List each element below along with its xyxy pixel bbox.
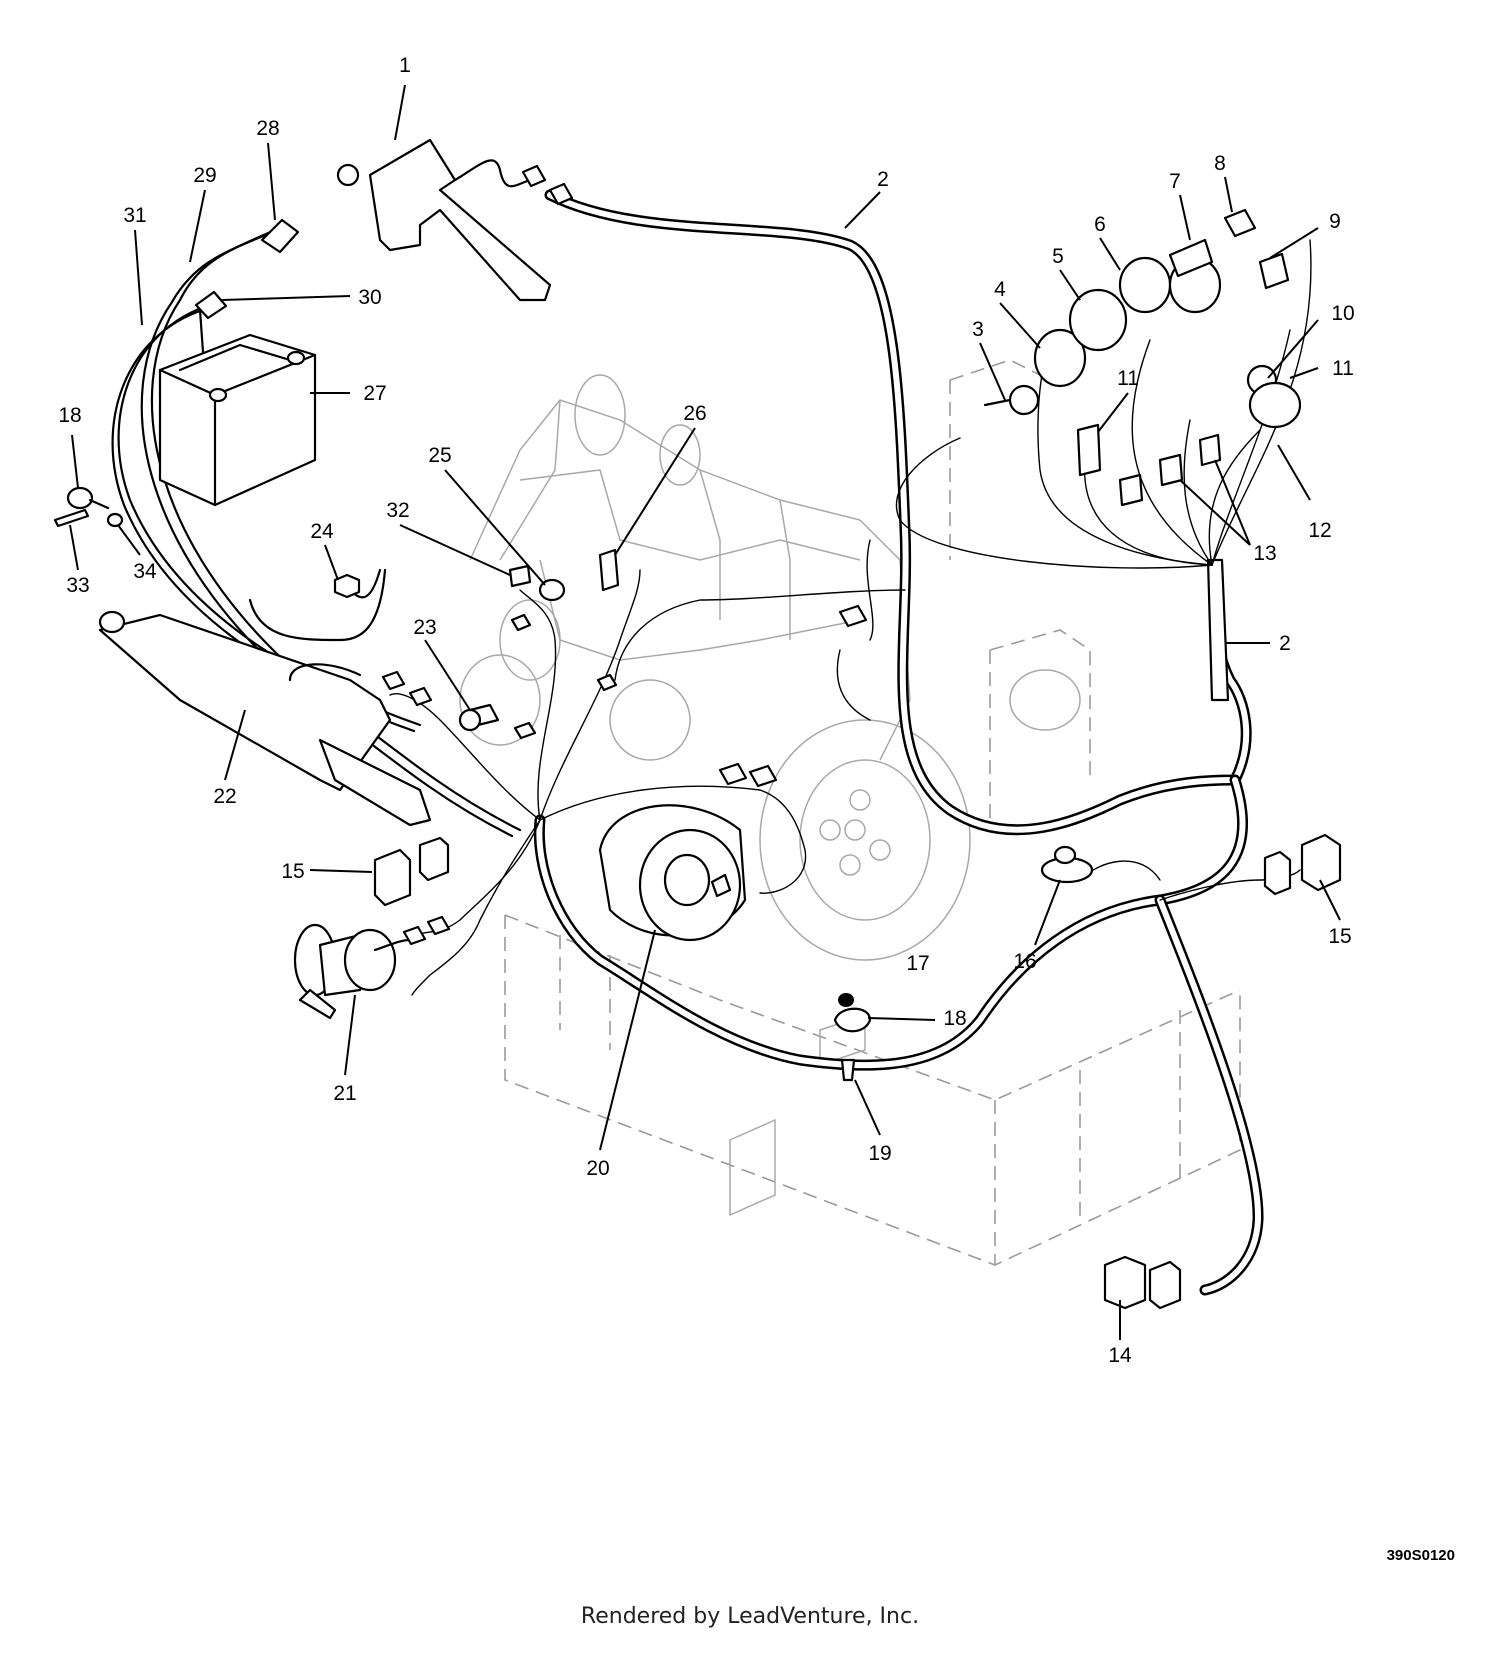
callout-26: 26 <box>683 402 706 425</box>
callout-28: 28 <box>256 117 279 140</box>
callout-31: 31 <box>123 204 146 227</box>
footer-credit: Rendered by LeadVenture, Inc. <box>580 1604 920 1629</box>
callout-18-bottom: 18 <box>943 1007 966 1030</box>
callout-15-right: 15 <box>1328 925 1351 948</box>
engine-frame-outline <box>459 359 1241 1266</box>
callout-12: 12 <box>1308 519 1331 542</box>
callout-30: 30 <box>358 286 381 309</box>
callout-8: 8 <box>1214 152 1226 175</box>
horn <box>293 915 451 1020</box>
callout-27: 27 <box>363 382 386 405</box>
callout-13: 13 <box>1253 542 1276 565</box>
callout-2-top: 2 <box>877 168 889 191</box>
pto-clutch <box>598 804 747 942</box>
callout-15-left: 15 <box>281 860 304 883</box>
callout-14: 14 <box>1108 1344 1132 1367</box>
callout-32: 32 <box>386 499 409 522</box>
callout-1: 1 <box>399 54 411 77</box>
instrument-panel-components <box>983 208 1302 507</box>
callout-19: 19 <box>868 1142 891 1165</box>
callout-11-right: 11 <box>1332 357 1354 380</box>
callout-labels: 1 2 2 3 4 5 6 7 8 9 10 11 11 12 13 14 15… <box>58 54 1455 1564</box>
callout-33: 33 <box>66 574 89 597</box>
callout-leaders <box>69 84 1341 1340</box>
main-wiring-harness <box>389 189 1312 1296</box>
callout-10: 10 <box>1331 302 1354 325</box>
battery <box>158 333 317 507</box>
callout-29: 29 <box>193 164 216 187</box>
callout-22: 22 <box>213 785 236 808</box>
callout-17: 17 <box>906 952 929 975</box>
callout-20: 20 <box>586 1157 609 1180</box>
clamp-hardware-bottom <box>833 993 872 1082</box>
ground-nut <box>333 573 361 599</box>
callout-9: 9 <box>1329 210 1341 233</box>
callout-4: 4 <box>994 278 1006 301</box>
actuator-top <box>336 138 574 302</box>
actuator-bottom <box>98 610 433 827</box>
callout-2-right: 2 <box>1279 632 1291 655</box>
callout-16: 16 <box>1013 950 1036 973</box>
engine-sensors <box>458 548 868 788</box>
callout-24: 24 <box>310 520 334 543</box>
callout-7: 7 <box>1169 170 1181 193</box>
clamp-hardware-left <box>53 486 124 528</box>
seat-switch-sensor <box>1040 845 1094 884</box>
callout-5: 5 <box>1052 245 1064 268</box>
relays <box>373 833 1342 907</box>
callout-25: 25 <box>428 444 451 467</box>
callout-6: 6 <box>1094 213 1106 236</box>
relay-bottom <box>1103 1255 1182 1310</box>
callout-18-left: 18 <box>58 404 81 427</box>
diagram-code: 390S0120 <box>1387 1547 1455 1564</box>
callout-34: 34 <box>133 560 157 583</box>
callout-23: 23 <box>413 616 436 639</box>
battery-terminals <box>194 218 300 320</box>
callout-21: 21 <box>333 1082 356 1105</box>
callout-3: 3 <box>972 318 984 341</box>
callout-11-left: 11 <box>1117 367 1139 390</box>
